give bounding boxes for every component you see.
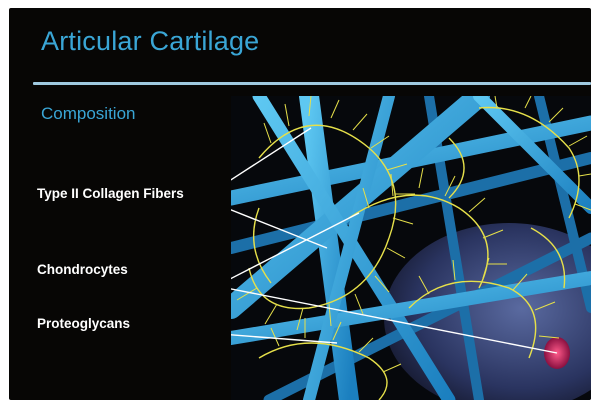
- label-chondrocytes: Chondrocytes: [37, 262, 128, 277]
- slide-title: Articular Cartilage: [41, 26, 259, 57]
- label-proteoglycans: Proteoglycans: [37, 316, 130, 331]
- title-divider: [33, 82, 591, 85]
- slide-subtitle: Composition: [41, 104, 136, 124]
- illustration-panel: [142, 96, 591, 400]
- slide: Articular Cartilage Composition Type II …: [9, 8, 591, 400]
- label-collagen-fibers: Type II Collagen Fibers: [37, 186, 184, 201]
- cartilage-illustration: [9, 8, 591, 400]
